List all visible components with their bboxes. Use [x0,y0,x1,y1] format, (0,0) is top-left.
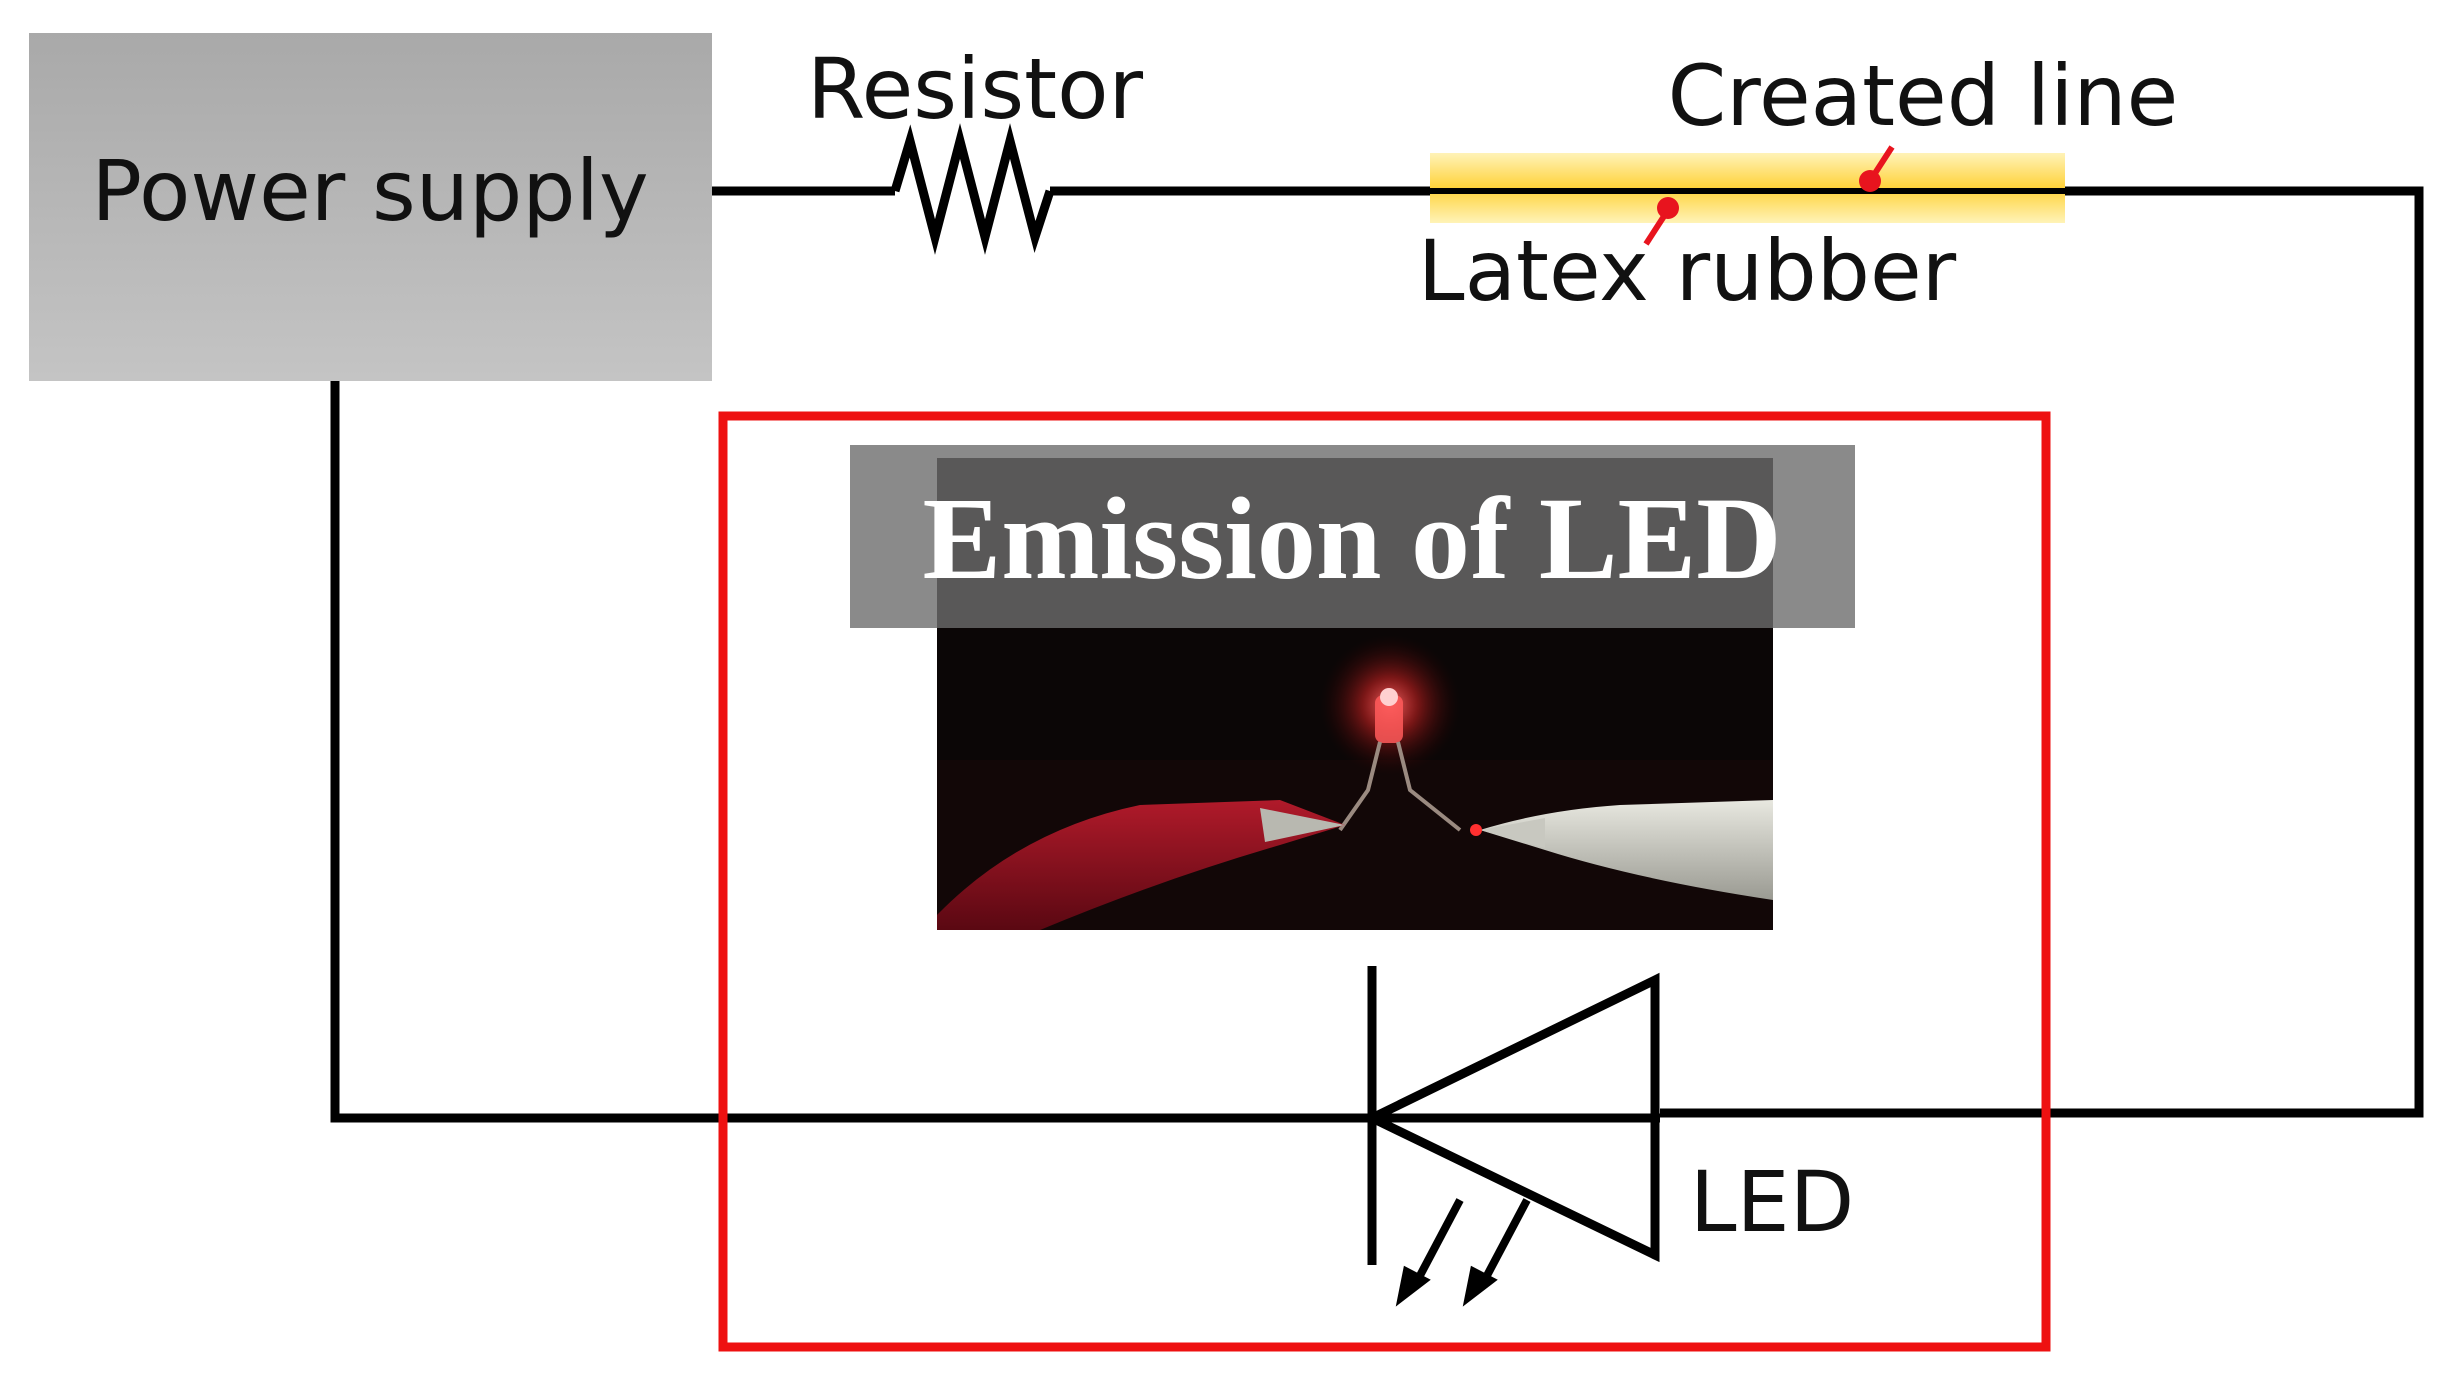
resistor-symbol [890,123,1055,255]
latex-rubber-pointer [1643,197,1679,246]
created-line-pointer [1859,145,1895,192]
red-alligator-clip [937,800,1345,930]
created-line-label: Created line [1668,47,2179,145]
power-supply-label: Power supply [91,142,648,240]
latex-rubber-label: Latex rubber [1418,222,1957,320]
led-label: LED [1690,1153,1855,1251]
white-alligator-clip [1480,800,1773,900]
circuit-wires [330,123,2424,1123]
light-emission-arrows [1395,1198,1531,1307]
emission-title: Emission of LED [923,473,1782,604]
led-diode-symbol [1361,966,1660,1265]
power-supply-box [29,33,712,381]
resistor-label: Resistor [807,40,1143,138]
emission-title-banner [850,445,1855,628]
led-highlight-frame [718,411,2051,1352]
